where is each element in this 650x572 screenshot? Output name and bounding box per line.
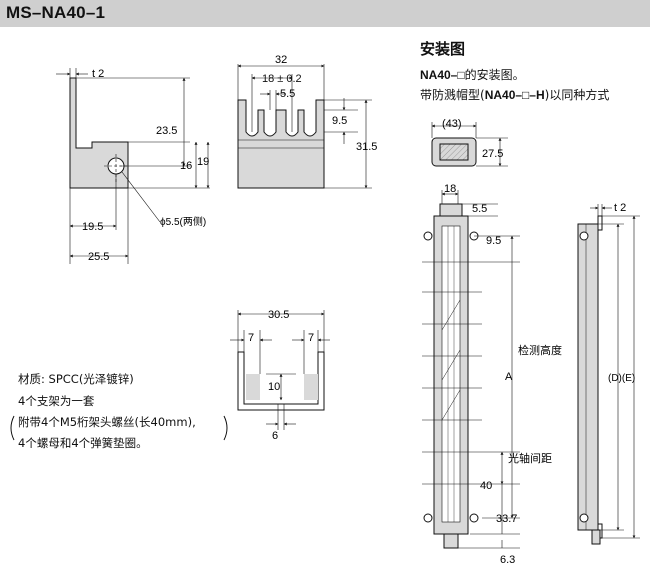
dim-side-t2: t 2 xyxy=(614,202,626,214)
dim-5-5: 5.5 xyxy=(280,88,295,100)
dim-slot: 18 ± 0.2 xyxy=(262,73,302,85)
material-line-2: 4个支架为一套 xyxy=(18,394,95,408)
dim-40: 40 xyxy=(480,480,492,492)
detect-height-label: 检测高度 xyxy=(518,343,562,357)
dim-7-right: 7 xyxy=(308,332,314,344)
bracket-side-view xyxy=(56,68,210,264)
dim-6: 6 xyxy=(272,430,278,442)
dim-30-5: 30.5 xyxy=(268,309,289,321)
pitch-label: 光轴间距 xyxy=(508,451,552,465)
dim-A: A xyxy=(505,371,513,383)
dim-32: 32 xyxy=(275,54,287,66)
left-brace xyxy=(10,415,15,441)
dim-16: 16 xyxy=(180,160,192,172)
dim-7-left: 7 xyxy=(248,332,254,344)
hole-label: ϕ5.5(两侧) xyxy=(160,215,206,228)
dim-sensor-9-5: 9.5 xyxy=(486,235,501,247)
dim-19-5: 19.5 xyxy=(82,221,103,233)
material-line-1: 材质: SPCC(光泽镀锌) xyxy=(18,372,134,386)
install-line-1: NA40–□的安装图。 xyxy=(420,66,525,83)
material-line-3: 附带4个M5桁架头螺丝(长40mm), xyxy=(18,415,196,429)
dim-18: 18 xyxy=(444,183,456,195)
page-title: MS–NA40–1 xyxy=(6,3,106,22)
right-brace xyxy=(223,415,228,441)
install-text-2a: 带防溅帽型( xyxy=(420,88,485,102)
dim-9-5: 9.5 xyxy=(332,115,347,127)
sensor-side-view xyxy=(577,204,640,545)
install-line-2: 带防溅帽型(NA40–□–H)以同种方式 xyxy=(420,86,609,103)
bracket-bottom-view xyxy=(230,310,330,430)
dim-27-5: 27.5 xyxy=(482,148,503,160)
dim-33-7: 33.7 xyxy=(496,513,517,525)
dim-6-3: 6.3 xyxy=(500,554,515,566)
install-text-2b: )以同种方式 xyxy=(544,88,610,102)
dim-10: 10 xyxy=(268,381,280,393)
sensor-front-view xyxy=(422,190,520,549)
sensor-top-view xyxy=(431,122,508,167)
bracket-front-view xyxy=(237,64,372,189)
section-title: 安装图 xyxy=(420,40,466,58)
dim-31-5: 31.5 xyxy=(356,141,377,153)
header-bar: MS–NA40–1 xyxy=(0,0,650,27)
dim-19: 19 xyxy=(197,156,209,168)
dim-23-5: 23.5 xyxy=(156,125,177,137)
dim-t2: t 2 xyxy=(92,68,104,80)
dim-43: (43) xyxy=(442,118,462,130)
dim-25-5: 25.5 xyxy=(88,251,109,263)
install-code-1: NA40–□ xyxy=(420,68,465,82)
material-line-4: 4个螺母和4个弹簧垫圈。 xyxy=(18,436,148,450)
install-text-1: 的安装图。 xyxy=(464,68,525,82)
install-code-2: NA40–□–H xyxy=(484,88,545,102)
dim-D-E: (D)(E) xyxy=(608,373,635,384)
dim-sensor-5-5: 5.5 xyxy=(472,203,487,215)
